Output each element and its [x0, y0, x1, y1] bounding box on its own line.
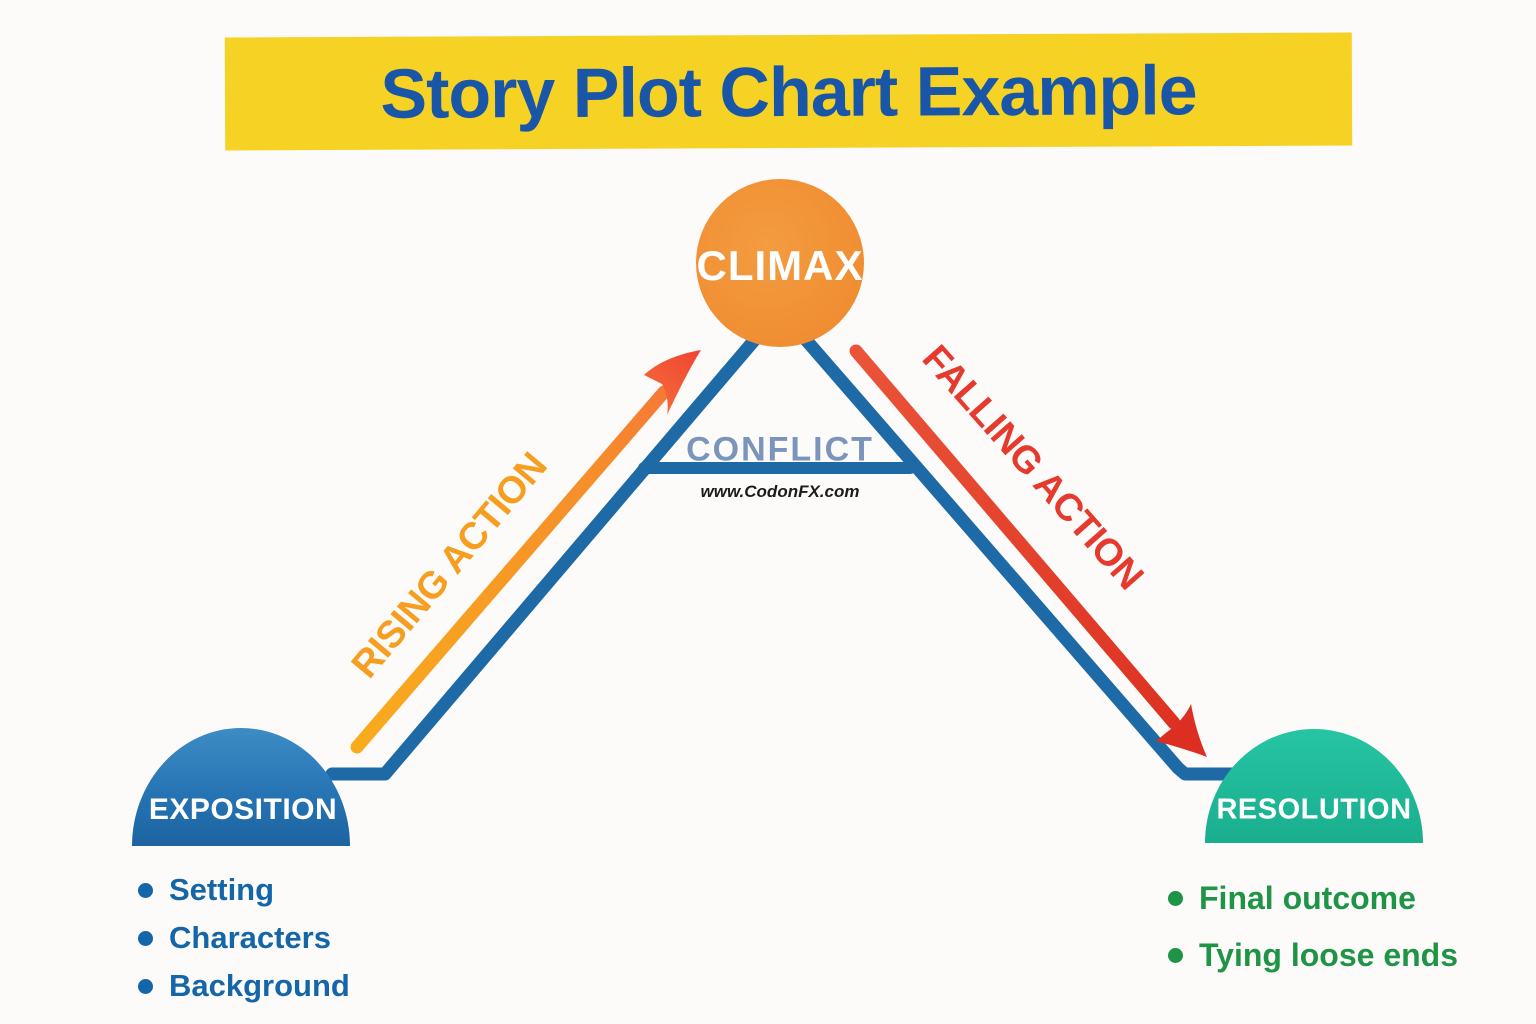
rising-arrow-head-icon	[644, 350, 701, 415]
resolution-detail-list: Final outcome Tying loose ends	[1168, 870, 1458, 984]
resolution-dome	[1205, 729, 1423, 843]
bullet-icon	[1168, 948, 1183, 963]
rising-action-arrow	[350, 350, 701, 754]
watermark: www.CodonFX.com	[700, 482, 860, 501]
page-title: Story Plot Chart Example	[380, 50, 1197, 133]
list-item-label: Tying loose ends	[1199, 937, 1458, 973]
rising-arrow-shaft	[350, 385, 671, 754]
climax-label: CLIMAX	[696, 242, 864, 289]
climax-circle	[696, 179, 864, 347]
title-banner: Story Plot Chart Example	[224, 32, 1353, 151]
list-item: Background	[138, 962, 350, 1010]
exposition-dome	[132, 728, 350, 846]
list-item: Final outcome	[1168, 870, 1458, 927]
list-item: Tying loose ends	[1168, 927, 1458, 984]
list-item-label: Background	[169, 968, 350, 1003]
list-item-label: Setting	[169, 872, 275, 907]
list-item: Characters	[138, 914, 350, 962]
list-item-label: Final outcome	[1199, 880, 1416, 916]
list-item: Setting	[138, 866, 350, 914]
exposition-label: EXPOSITION	[148, 793, 338, 826]
bullet-icon	[138, 882, 153, 898]
list-item-label: Characters	[169, 920, 331, 955]
bullet-icon	[138, 978, 153, 994]
conflict-label: CONFLICT	[686, 430, 874, 469]
plot-line	[325, 303, 1255, 781]
bullet-icon	[138, 930, 153, 946]
falling-arrow-shaft	[849, 344, 1181, 730]
resolution-label: RESOLUTION	[1216, 793, 1412, 826]
exposition-detail-list: Setting Characters Background	[138, 866, 350, 1010]
bullet-icon	[1168, 891, 1183, 906]
falling-arrow-head-icon	[1156, 704, 1207, 757]
falling-action-arrow	[849, 344, 1207, 757]
